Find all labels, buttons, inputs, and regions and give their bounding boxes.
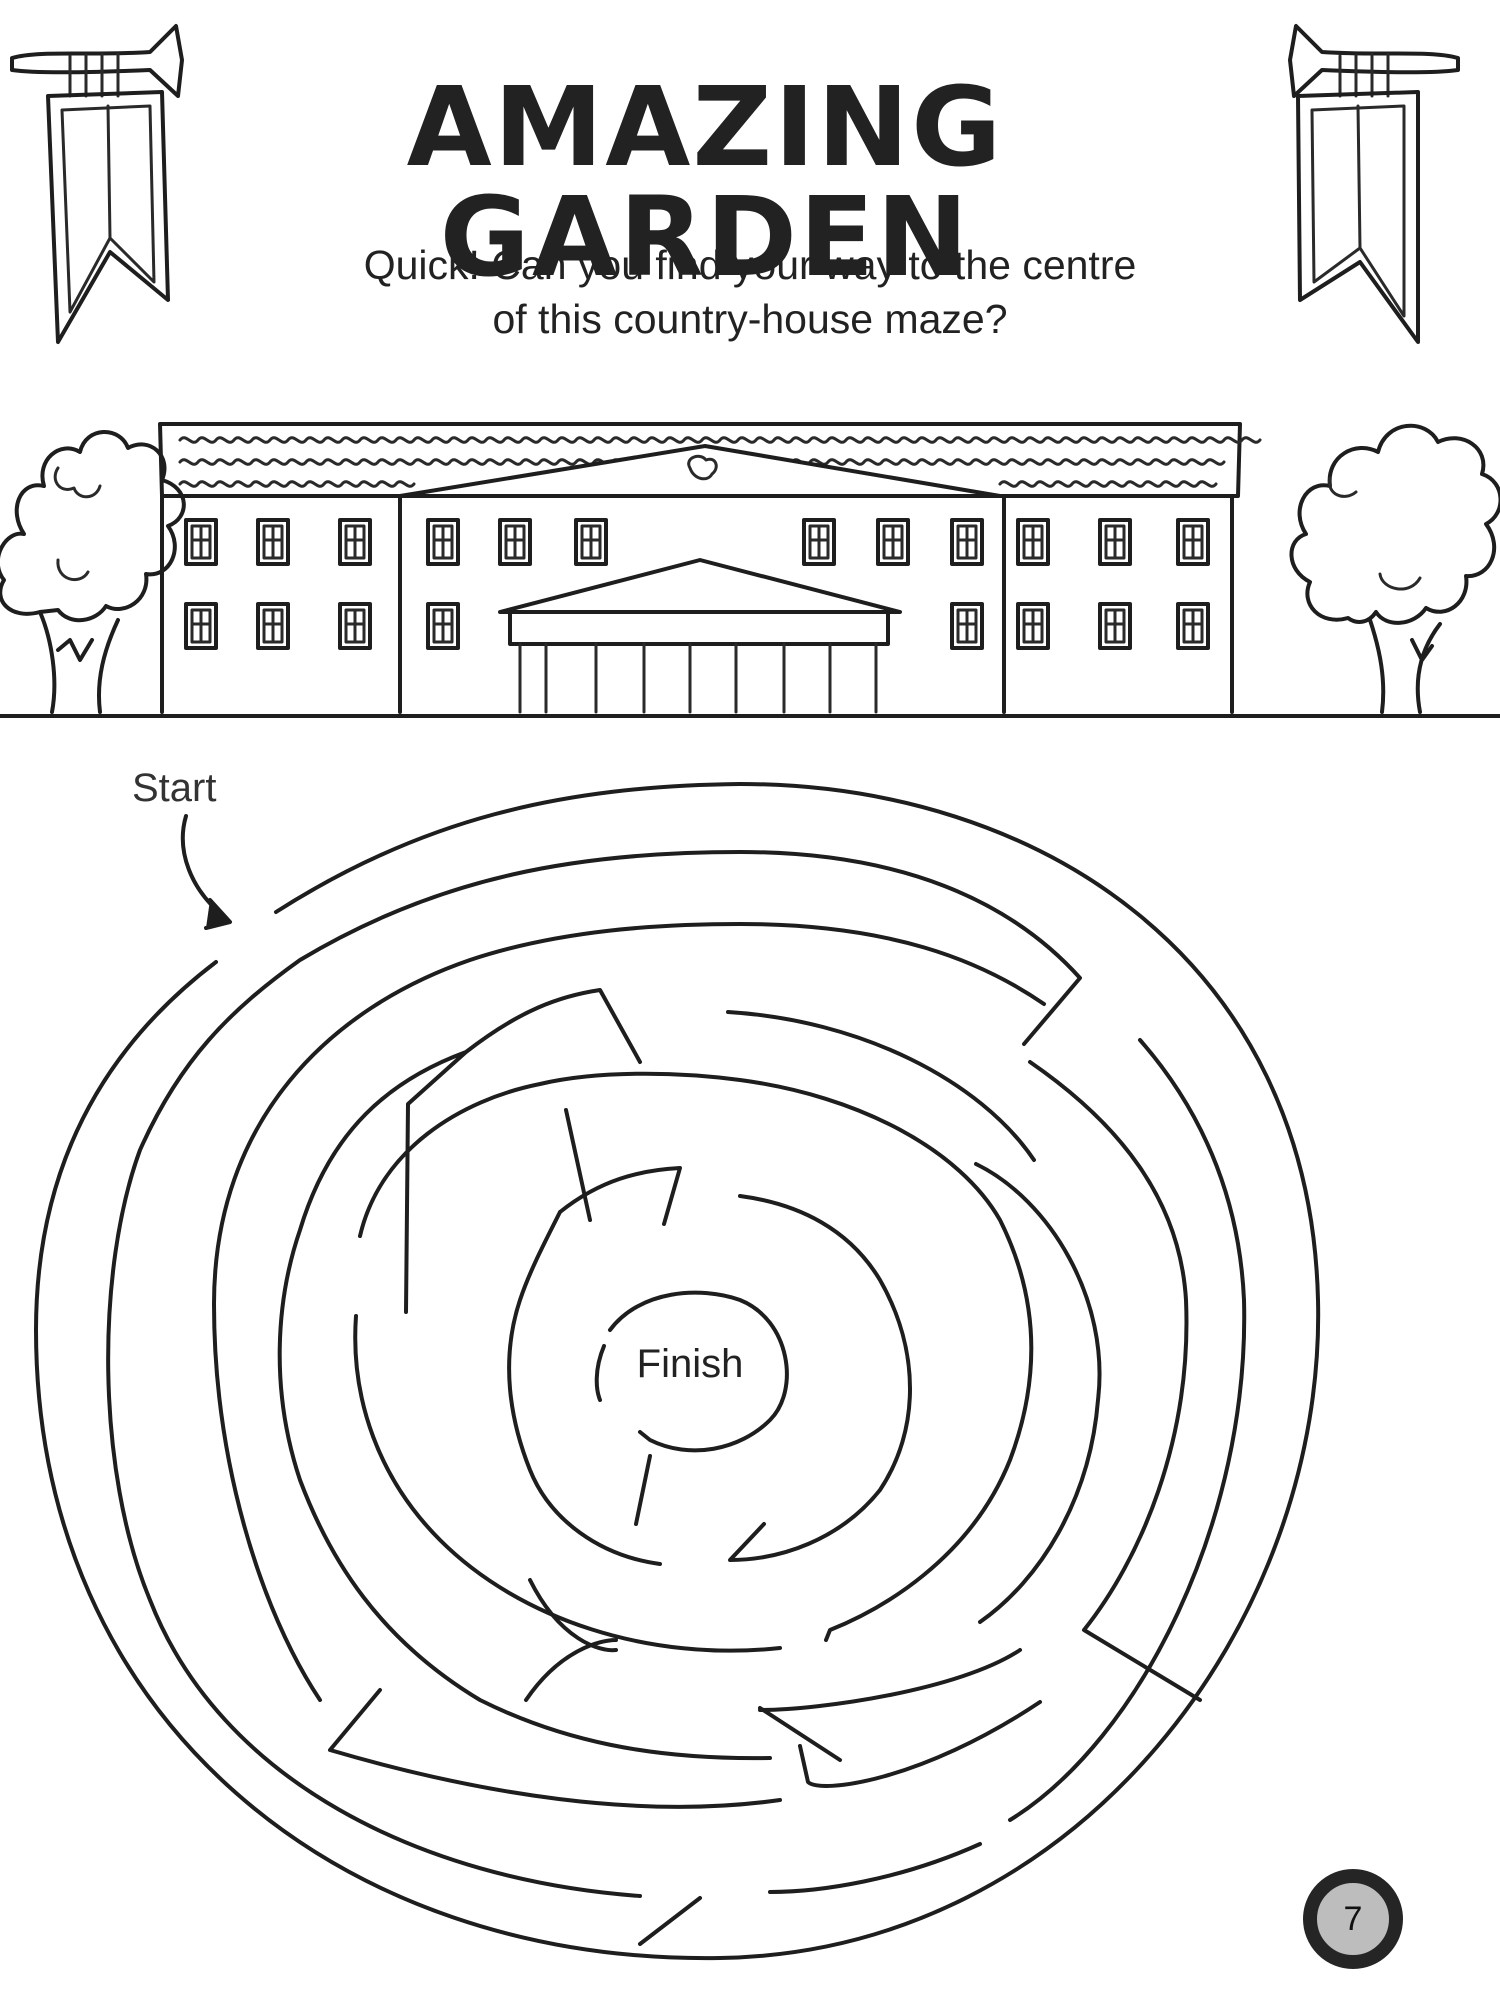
window [802,518,836,566]
window-frame [190,608,212,644]
maze-walls [34,782,1321,1961]
window [184,518,218,566]
right-tree-icon [1289,423,1500,714]
window [498,518,532,566]
window-frame [432,608,454,644]
instructions-line-2: of this country-house maze? [492,296,1008,342]
country-house-icon [158,422,1262,714]
window-frame [956,524,978,560]
window [1176,518,1210,566]
window-frame [1022,524,1044,560]
window-frame [882,524,904,560]
right-banner-icon [1288,24,1460,344]
maze-start-label: Start [132,766,217,810]
window [574,518,608,566]
window [1016,602,1050,650]
window [1016,518,1050,566]
left-tree-icon [0,430,186,714]
window-frame [262,608,284,644]
window [256,602,290,650]
window [184,602,218,650]
house-windows [184,518,1210,650]
left-banner-icon [10,24,184,344]
window [426,602,460,650]
window [950,602,984,650]
window-frame [1182,524,1204,560]
window [1098,602,1132,650]
instructions-line-1: Quick! Can you find your way to the cent… [363,242,1137,288]
window [426,518,460,566]
window-frame [956,608,978,644]
window-frame [344,608,366,644]
window-frame [1104,608,1126,644]
maze-finish-label: Finish [636,1342,744,1386]
window-frame [344,524,366,560]
window-frame [808,524,830,560]
window [338,518,372,566]
window [338,602,372,650]
window [1098,518,1132,566]
window [876,518,910,566]
window-frame [262,524,284,560]
window-frame [580,524,602,560]
page-number-badge: 7 [1303,1869,1403,1969]
window-frame [190,524,212,560]
window [256,518,290,566]
page-title: AMAZING GARDEN [406,63,1004,301]
window-frame [432,524,454,560]
window [950,518,984,566]
start-arrow-icon [180,814,228,920]
window-frame [1182,608,1204,644]
instructions-text: Quick! Can you find your way to the cent… [250,238,1250,346]
window-frame [1022,608,1044,644]
window-frame [1104,524,1126,560]
window [1176,602,1210,650]
window-frame [504,524,526,560]
